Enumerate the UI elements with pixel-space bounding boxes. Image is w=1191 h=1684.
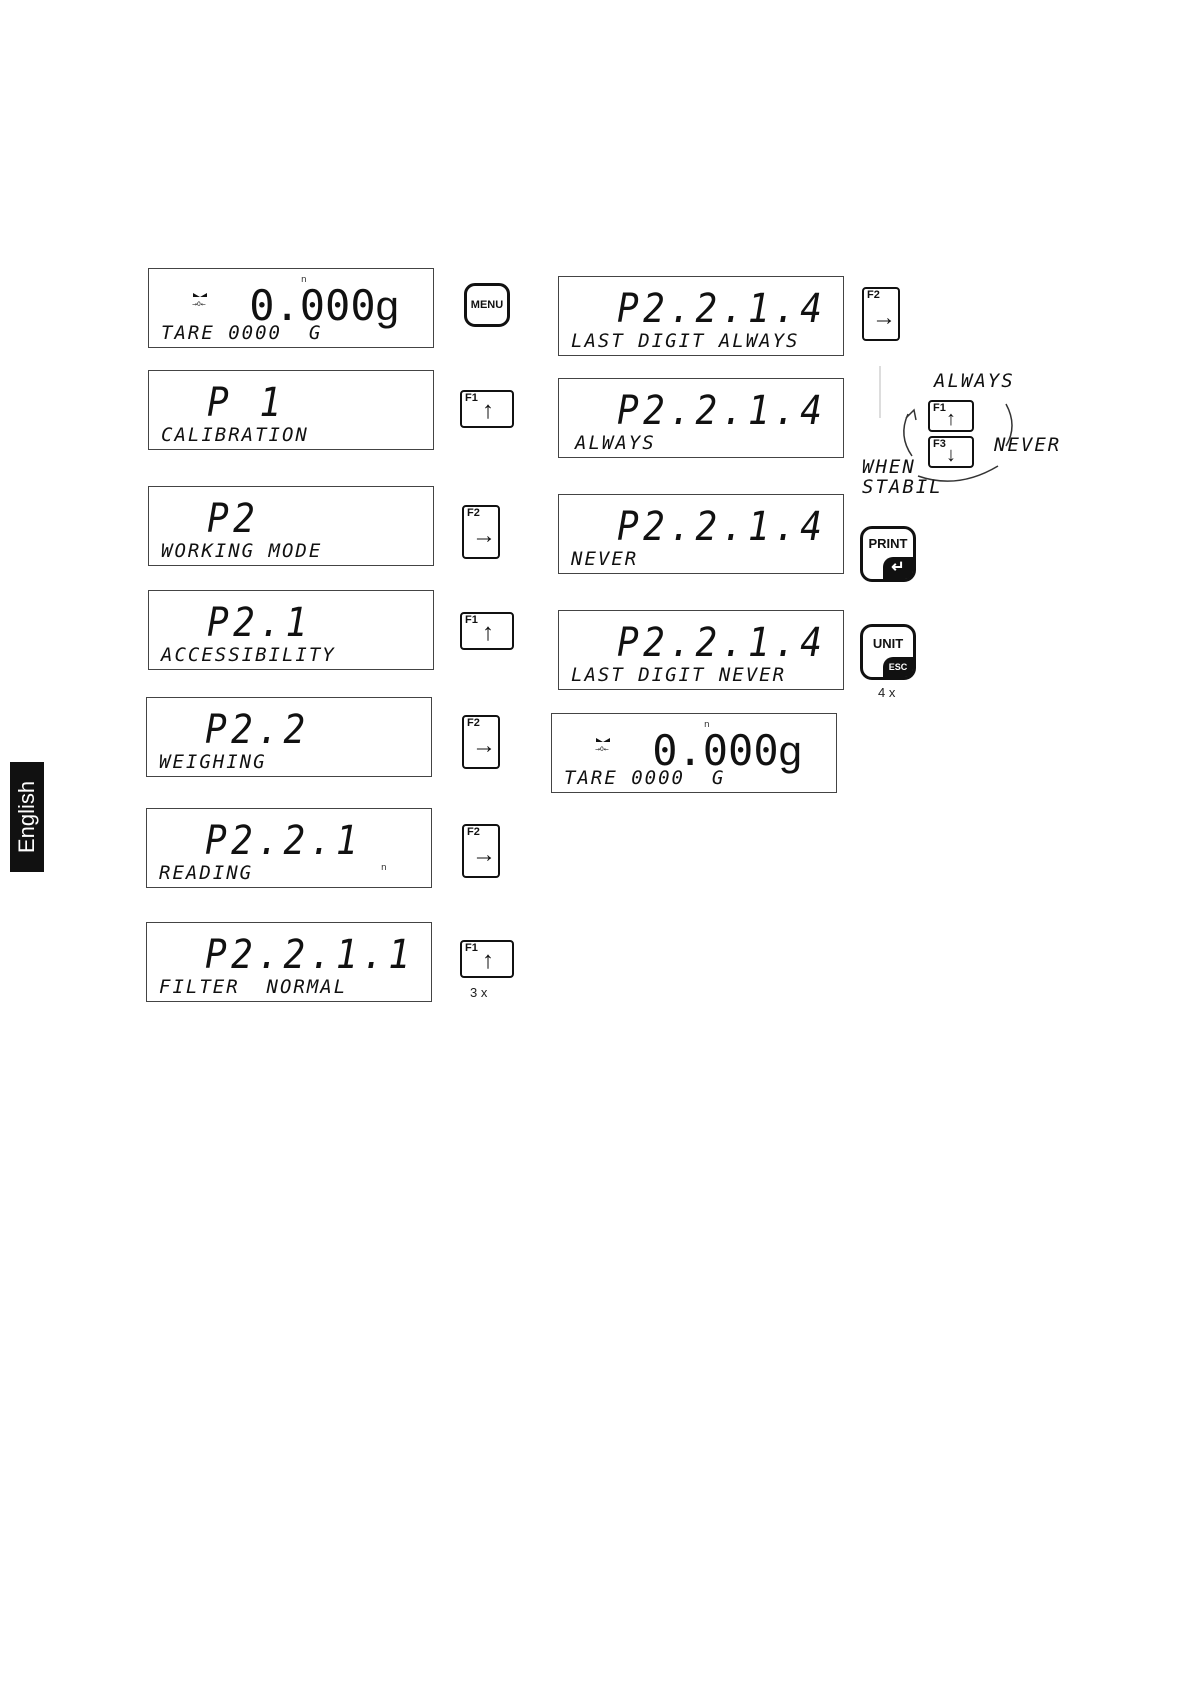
stability-indicator: n — [704, 720, 710, 730]
lcd-display-p2-2-1-4-always: P2.2.1.4 ALWAYS — [558, 378, 844, 458]
option-never: NEVER — [994, 434, 1062, 456]
option-when: WHEN — [862, 456, 916, 478]
unit-key-label: UNIT — [872, 636, 904, 651]
lcd-text: TARE 0000 G — [161, 322, 323, 344]
f1-key[interactable]: F1 ↑ — [460, 940, 514, 978]
lcd-code: P2.2.1.4 — [617, 620, 827, 666]
zero-icon: →0← — [595, 738, 610, 752]
language-tab: English — [10, 762, 44, 872]
f1-key-label: F1 — [465, 942, 478, 954]
print-key[interactable]: PRINT ↵ — [860, 526, 916, 582]
repeat-count: 3 x — [470, 985, 488, 1000]
lcd-code: P2.2.1.1 — [205, 932, 415, 978]
lcd-code: P2 — [207, 496, 260, 542]
lcd-text: CALIBRATION — [161, 424, 309, 446]
f1-key[interactable]: F1 ↑ — [460, 612, 514, 650]
lcd-code: P2.2.1.4 — [617, 504, 827, 550]
lcd-display-p2-2-1-4-never: P2.2.1.4 NEVER — [558, 494, 844, 574]
option-always: ALWAYS — [934, 370, 1015, 392]
lcd-display-p2-2-1-4: P2.2.1.4 LAST DIGIT ALWAYS — [558, 276, 844, 356]
arrow-right-icon: → — [472, 841, 496, 868]
f2-key-label: F2 — [467, 717, 480, 729]
option-cycle-diagram: ALWAYS NEVER WHEN STABIL F1 ↑ F3 ↓ — [858, 366, 1062, 502]
weight-unit: g — [778, 727, 802, 774]
lcd-text: WEIGHING — [159, 751, 267, 773]
arrow-up-icon: ↑ — [946, 408, 956, 430]
arrow-up-icon: ↑ — [482, 397, 494, 424]
f2-key[interactable]: F2 → — [462, 715, 500, 769]
lcd-display-p2: P2 WORKING MODE — [148, 486, 434, 566]
lcd-code: P2.2 — [205, 707, 310, 753]
zero-icon: →0← — [192, 293, 207, 307]
f2-key-label: F2 — [467, 826, 480, 838]
lcd-display-tare-result: n →0← 0.000g TARE 0000 G — [551, 713, 837, 793]
lcd-text: READING — [159, 862, 254, 884]
menu-key-label: MENU — [470, 299, 504, 311]
arrow-right-icon: → — [472, 522, 496, 549]
lcd-text: TARE 0000 G — [564, 767, 726, 789]
arrow-right-icon: → — [472, 732, 496, 759]
f2-key[interactable]: F2 → — [462, 824, 500, 878]
repeat-count: 4 x — [878, 685, 896, 700]
weight-value: 0.000 — [652, 726, 779, 775]
weight-readout: 0.000g — [249, 285, 399, 327]
f1-key-label: F1 — [933, 402, 946, 414]
svg-text:→0←: →0← — [192, 301, 206, 307]
lcd-code: P2.2.1.4 — [617, 388, 827, 434]
weight-readout: 0.000g — [652, 730, 802, 772]
lcd-display-p2-2-1-1: P2.2.1.1 FILTER NORMAL — [146, 922, 432, 1002]
stability-indicator: n — [301, 275, 307, 285]
f3-key[interactable]: F3 ↓ — [928, 436, 974, 468]
lcd-display-p1: P 1 CALIBRATION — [148, 370, 434, 450]
f1-key-label: F1 — [465, 614, 478, 626]
lcd-display-p2-2-1-4-last-never: P2.2.1.4 LAST DIGIT NEVER — [558, 610, 844, 690]
menu-key[interactable]: MENU — [464, 283, 510, 327]
lcd-text: WORKING MODE — [161, 540, 323, 562]
unit-esc-key[interactable]: UNIT ESC — [860, 624, 916, 680]
lcd-text: ALWAYS — [575, 432, 656, 454]
lcd-text: FILTER NORMAL — [159, 976, 348, 998]
language-tab-label: English — [14, 780, 39, 854]
f2-key[interactable]: F2 → — [462, 505, 500, 559]
lcd-code: P 1 — [207, 380, 286, 426]
f2-key-label: F2 — [467, 507, 480, 519]
lcd-display-p2-1: P2.1 ACCESSIBILITY — [148, 590, 434, 670]
f1-key[interactable]: F1 ↑ — [460, 390, 514, 428]
weight-unit: g — [375, 282, 399, 329]
f1-key-label: F1 — [465, 392, 478, 404]
svg-text:→0←: →0← — [595, 746, 609, 752]
lcd-code: P2.1 — [207, 600, 312, 646]
arrow-up-icon: ↑ — [482, 947, 494, 974]
arrow-down-icon: ↓ — [946, 444, 956, 466]
cycle-arrows — [879, 366, 1013, 482]
lcd-display-p2-2-1: P2.2.1 n READING — [146, 808, 432, 888]
f2-key[interactable]: F2 → — [862, 287, 900, 341]
arrow-up-icon: ↑ — [482, 619, 494, 646]
f2-key-label: F2 — [867, 289, 880, 301]
arrow-right-icon: → — [872, 304, 896, 331]
print-key-label: PRINT — [868, 536, 908, 551]
lcd-display-tare: n →0← 0.000g TARE 0000 G — [148, 268, 434, 348]
lcd-text: LAST DIGIT NEVER — [571, 664, 787, 686]
option-stabil: STABIL — [862, 476, 943, 498]
esc-key-label: ESC — [883, 657, 913, 677]
f3-key-label: F3 — [933, 438, 946, 450]
lcd-text: ACCESSIBILITY — [161, 644, 336, 666]
lcd-code: P2.2.1.4 — [617, 286, 827, 332]
weight-value: 0.000 — [249, 281, 376, 330]
lcd-code: P2.2.1 — [205, 818, 363, 864]
lcd-text: LAST DIGIT ALWAYS — [571, 330, 800, 352]
f1-key[interactable]: F1 ↑ — [928, 400, 974, 432]
lcd-text: NEVER — [571, 548, 639, 570]
enter-icon: ↵ — [883, 557, 913, 579]
lcd-display-p2-2: P2.2 WEIGHING — [146, 697, 432, 777]
stability-indicator: n — [381, 863, 387, 873]
